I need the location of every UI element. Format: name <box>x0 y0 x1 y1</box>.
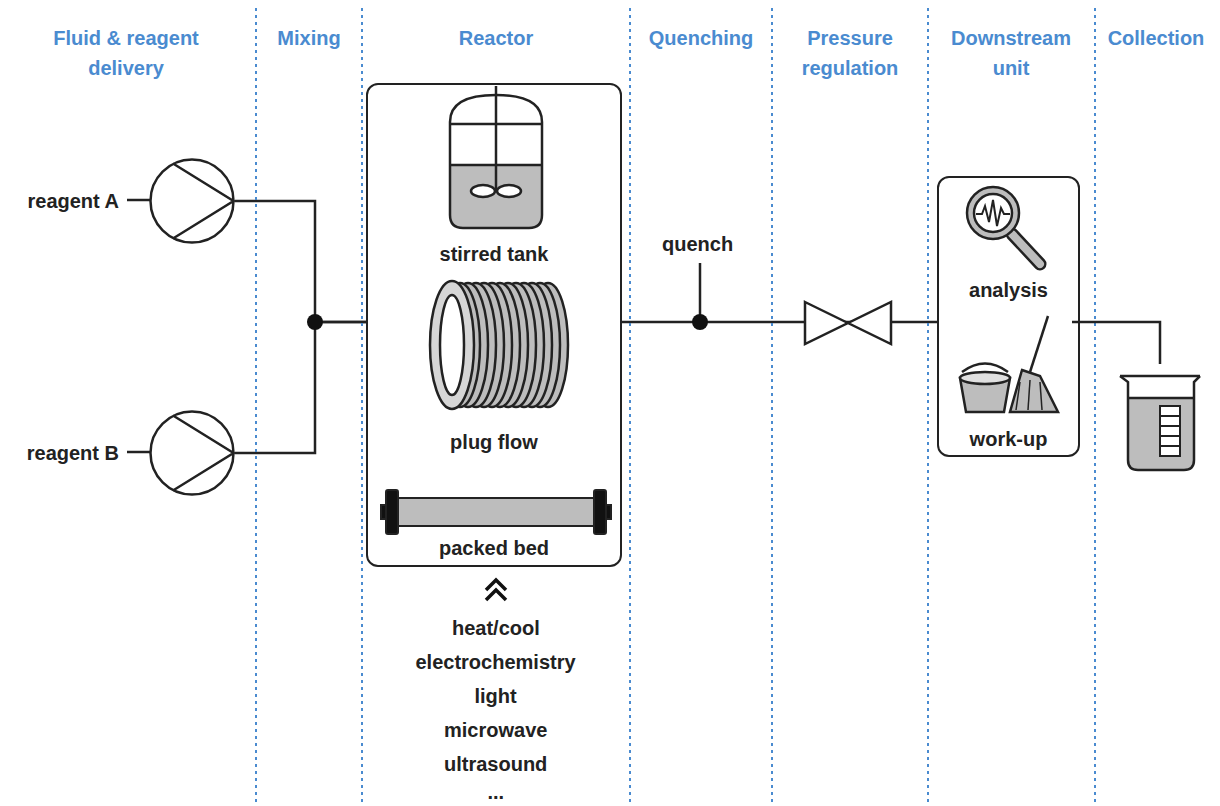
column-divider <box>361 8 363 806</box>
work-up-icon <box>962 364 1008 373</box>
collection-beaker <box>1160 425 1180 427</box>
reagent-leader <box>127 199 150 202</box>
column-header: Pressure regulation <box>780 23 920 83</box>
quench-label: quench <box>662 232 733 256</box>
energy-mode: ultrasound <box>444 752 547 776</box>
column-divider <box>771 8 773 806</box>
pump-symbol <box>173 164 234 239</box>
column-header: Collection <box>1096 23 1216 53</box>
column-divider <box>256 8 1095 806</box>
work-up-icon <box>1030 316 1048 372</box>
reactor-box: stirred tank plug flow packed bed <box>366 83 622 567</box>
stirred-tank-icon <box>471 185 495 197</box>
column-header: Mixing <box>259 23 359 53</box>
reagent-name: reagent A <box>27 189 119 213</box>
column-header: Quenching <box>631 23 771 53</box>
energy-mode: microwave <box>444 718 547 742</box>
stirred-tank-icon <box>497 185 521 197</box>
stirred-tank-icon <box>450 86 542 228</box>
plug-flow-coil <box>440 295 464 395</box>
collection-beaker <box>1120 376 1200 470</box>
analysis-icon <box>967 187 1019 239</box>
column-divider <box>1094 8 1096 806</box>
pump-symbol <box>151 412 234 495</box>
unit-label: plug flow <box>368 430 620 454</box>
work-up-icon <box>1028 380 1030 410</box>
unit-label: packed bed <box>368 536 620 560</box>
quench-inlet <box>699 263 702 322</box>
collection-line <box>1072 322 1160 364</box>
column-divider <box>629 8 631 806</box>
stirred-tank-icon <box>495 86 498 190</box>
plug-flow-coil <box>430 281 568 409</box>
energy-mode: light <box>475 684 517 708</box>
column-header: Fluid & reagent delivery <box>31 23 221 83</box>
energy-mode: electrochemistry <box>416 650 576 674</box>
flow-line <box>235 322 366 453</box>
pressure-valve <box>805 302 891 344</box>
analysis-icon <box>976 200 1010 226</box>
collection-beaker <box>1160 445 1180 447</box>
packed-bed-column <box>381 490 611 534</box>
work-up-icon <box>1016 382 1020 410</box>
downstream-box: analysis work-up <box>937 176 1080 457</box>
reagent-name: reagent B <box>27 441 119 465</box>
energy-mode: ... <box>488 780 505 804</box>
pump-symbol <box>149 158 235 244</box>
flow-line <box>235 201 366 322</box>
pump-symbol <box>173 416 234 491</box>
reagent-leader <box>127 200 150 452</box>
pump-symbol <box>151 160 234 243</box>
energy-chevron <box>486 590 506 600</box>
column-divider <box>255 8 257 806</box>
quench-inlet <box>692 314 708 330</box>
work-up-icon <box>960 316 1058 412</box>
mixing-junction <box>307 314 323 330</box>
quench-inlet <box>692 263 708 330</box>
packed-bed-column <box>606 505 611 519</box>
analysis-icon <box>1012 234 1040 264</box>
packed-bed-column <box>381 505 386 519</box>
analysis-icon <box>967 187 1040 264</box>
unit-label: stirred tank <box>368 242 620 266</box>
column-divider <box>927 8 929 806</box>
collection-beaker <box>1160 415 1180 417</box>
collection-beaker <box>1120 376 1200 470</box>
reagent-leader <box>127 451 150 454</box>
work-up-icon <box>960 372 1010 384</box>
analysis-icon <box>1012 234 1040 264</box>
packed-bed-column <box>386 490 398 534</box>
unit-label: work-up <box>939 427 1078 451</box>
work-up-icon <box>1040 382 1042 410</box>
pump-symbol: reagent B <box>149 410 235 496</box>
packed-bed-column <box>398 498 594 526</box>
unit-label: analysis <box>939 278 1078 302</box>
pump-symbol: reagent A <box>149 158 235 244</box>
column-header: Downstream unit <box>936 23 1086 83</box>
packed-bed-column <box>594 490 606 534</box>
energy-chevron <box>486 580 506 600</box>
collection-beaker <box>1160 406 1180 456</box>
collection-beaker <box>1160 435 1180 437</box>
plug-flow-coil <box>430 281 474 409</box>
energy-mode: heat/cool <box>452 616 540 640</box>
collection-beaker <box>1128 398 1194 470</box>
collection-beaker <box>1120 375 1200 378</box>
collection-beaker <box>1128 397 1194 400</box>
pump-symbol <box>149 410 235 496</box>
analysis-icon <box>974 194 1012 232</box>
work-up-icon <box>1010 370 1058 412</box>
column-header: Reactor <box>396 23 596 53</box>
